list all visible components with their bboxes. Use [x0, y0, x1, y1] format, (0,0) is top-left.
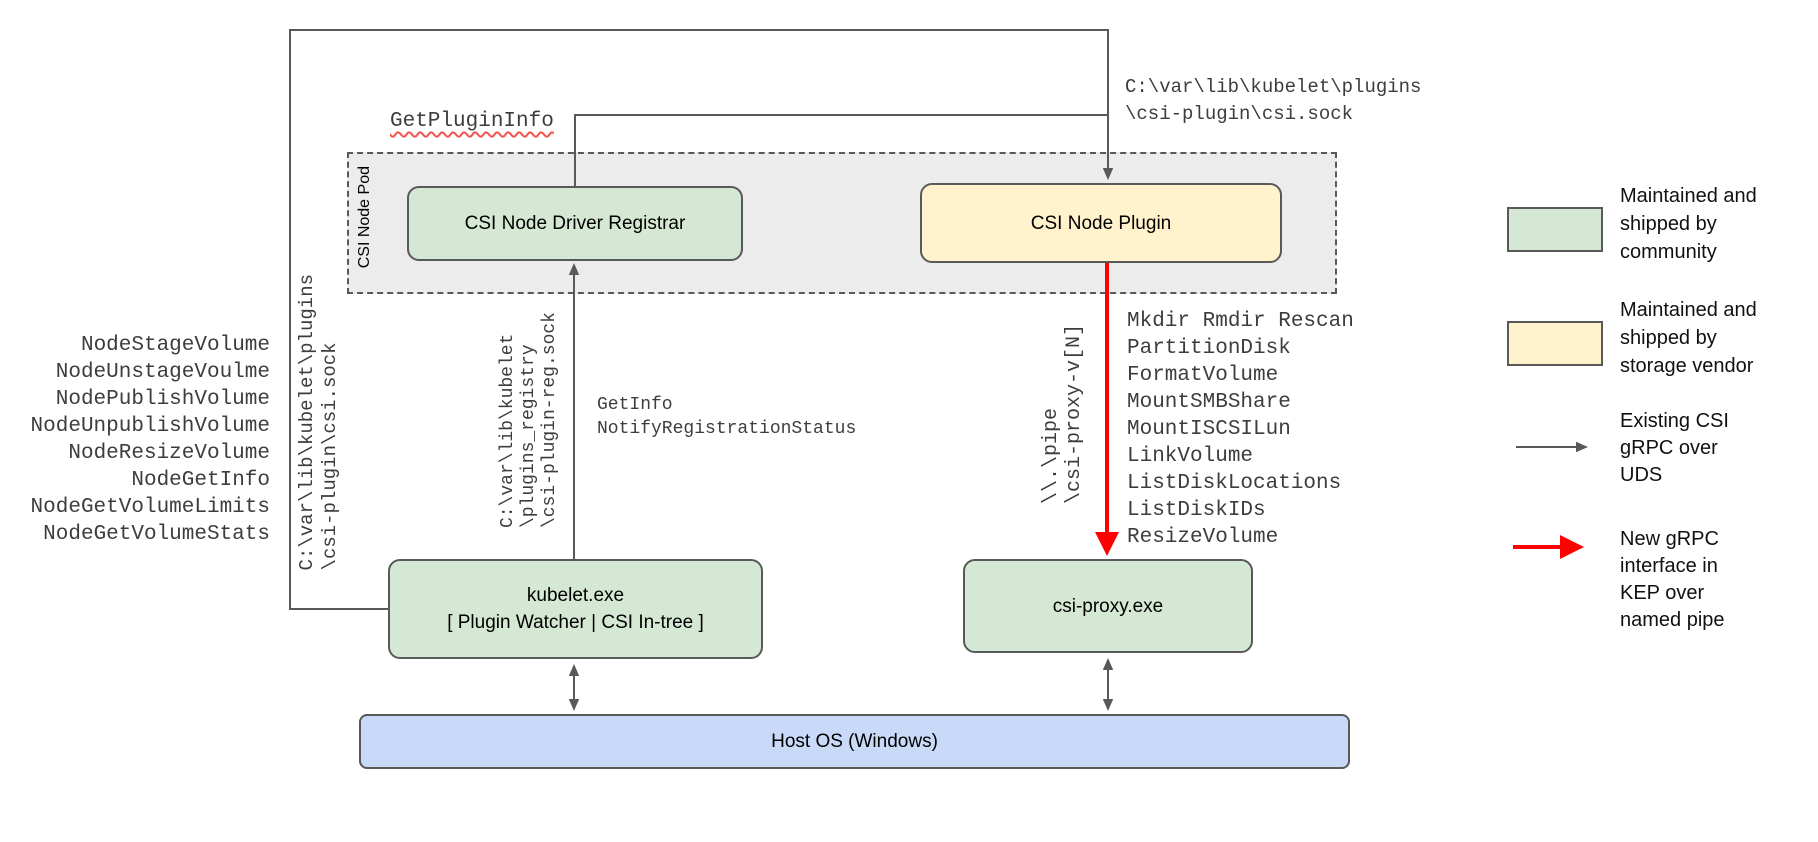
kubelet-box: kubelet.exe [ Plugin Watcher | CSI In-tr…: [388, 559, 763, 659]
csi-node-plugin-box: CSI Node Plugin: [920, 183, 1282, 263]
proxy-method-item: MountISCSILun: [1127, 418, 1291, 441]
host-os-box: Host OS (Windows): [359, 714, 1350, 769]
legend-vendor-swatch: [1507, 321, 1603, 366]
node-method-item: NodeGetVolumeStats: [43, 523, 270, 546]
csi-proxy-label: csi-proxy.exe: [1052, 595, 1164, 617]
named-pipe-path-vertical-label: \\.\pipe \csi-proxy-v[N]: [1040, 324, 1086, 505]
proxy-method-item: MountSMBShare: [1127, 391, 1291, 414]
get-plugin-info-label: GetPluginInfo: [390, 110, 554, 133]
csi-node-driver-registrar-box: CSI Node Driver Registrar: [407, 186, 743, 261]
node-method-item: NodeGetVolumeLimits: [30, 496, 270, 519]
legend-community-label: Maintained and shipped by community: [1620, 185, 1757, 263]
csi-proxy-box: csi-proxy.exe: [963, 559, 1253, 653]
proxy-method-item: Mkdir Rmdir Rescan: [1127, 310, 1354, 333]
legend-vendor-label: Maintained and shipped by storage vendor: [1620, 299, 1757, 377]
kubelet-label-line2: [ Plugin Watcher | CSI In-tree ]: [447, 612, 704, 633]
csi-sock-path-vertical-label: C:\var\lib\kubelet\plugins \csi-plugin\c…: [296, 274, 341, 571]
kubelet-label-line1: kubelet.exe: [526, 585, 625, 606]
proxy-method-item: PartitionDisk: [1127, 337, 1291, 360]
plugin-label: CSI Node Plugin: [1030, 212, 1172, 234]
node-method-item: NodeStageVolume: [80, 334, 270, 357]
csi-node-pod-label: CSI Node Pod: [356, 166, 373, 269]
csi-sock-path-label: C:\var\lib\kubelet\plugins \csi-plugin\c…: [1125, 76, 1422, 125]
legend-community-swatch: [1507, 207, 1603, 252]
node-methods-list: NodeStageVolume NodeUnstageVoulme NodePu…: [20, 332, 270, 548]
proxy-method-item: ResizeVolume: [1127, 526, 1279, 549]
node-method-item: NodeResizeVolume: [68, 442, 270, 465]
node-method-item: NodeUnpublishVolume: [30, 415, 270, 438]
edge-registrar-to-plugin: [574, 114, 1114, 186]
proxy-method-item: ListDiskLocations: [1127, 472, 1342, 495]
proxy-method-item: ListDiskIDs: [1127, 499, 1266, 522]
node-method-item: NodeGetInfo: [131, 469, 270, 492]
legend-existing-grpc-label: Existing CSI gRPC over UDS: [1620, 410, 1729, 486]
legend-new-grpc-label: New gRPC interface in KEP over named pip…: [1620, 528, 1725, 631]
proxy-method-item: LinkVolume: [1127, 445, 1254, 468]
registrar-label: CSI Node Driver Registrar: [464, 213, 686, 234]
node-method-item: NodeUnstageVoulme: [55, 361, 270, 384]
proxy-methods-list: Mkdir Rmdir Rescan PartitionDisk FormatV…: [1127, 308, 1354, 551]
node-method-item: NodePublishVolume: [55, 388, 270, 411]
edge-kubelet-to-plugin: [289, 29, 1109, 610]
registry-sock-path-vertical-label: C:\var\lib\kubelet \plugins_registry \cs…: [498, 312, 560, 529]
proxy-method-item: FormatVolume: [1127, 364, 1279, 387]
host-os-label: Host OS (Windows): [771, 731, 938, 752]
registration-calls-label: GetInfo NotifyRegistrationStatus: [597, 395, 857, 439]
